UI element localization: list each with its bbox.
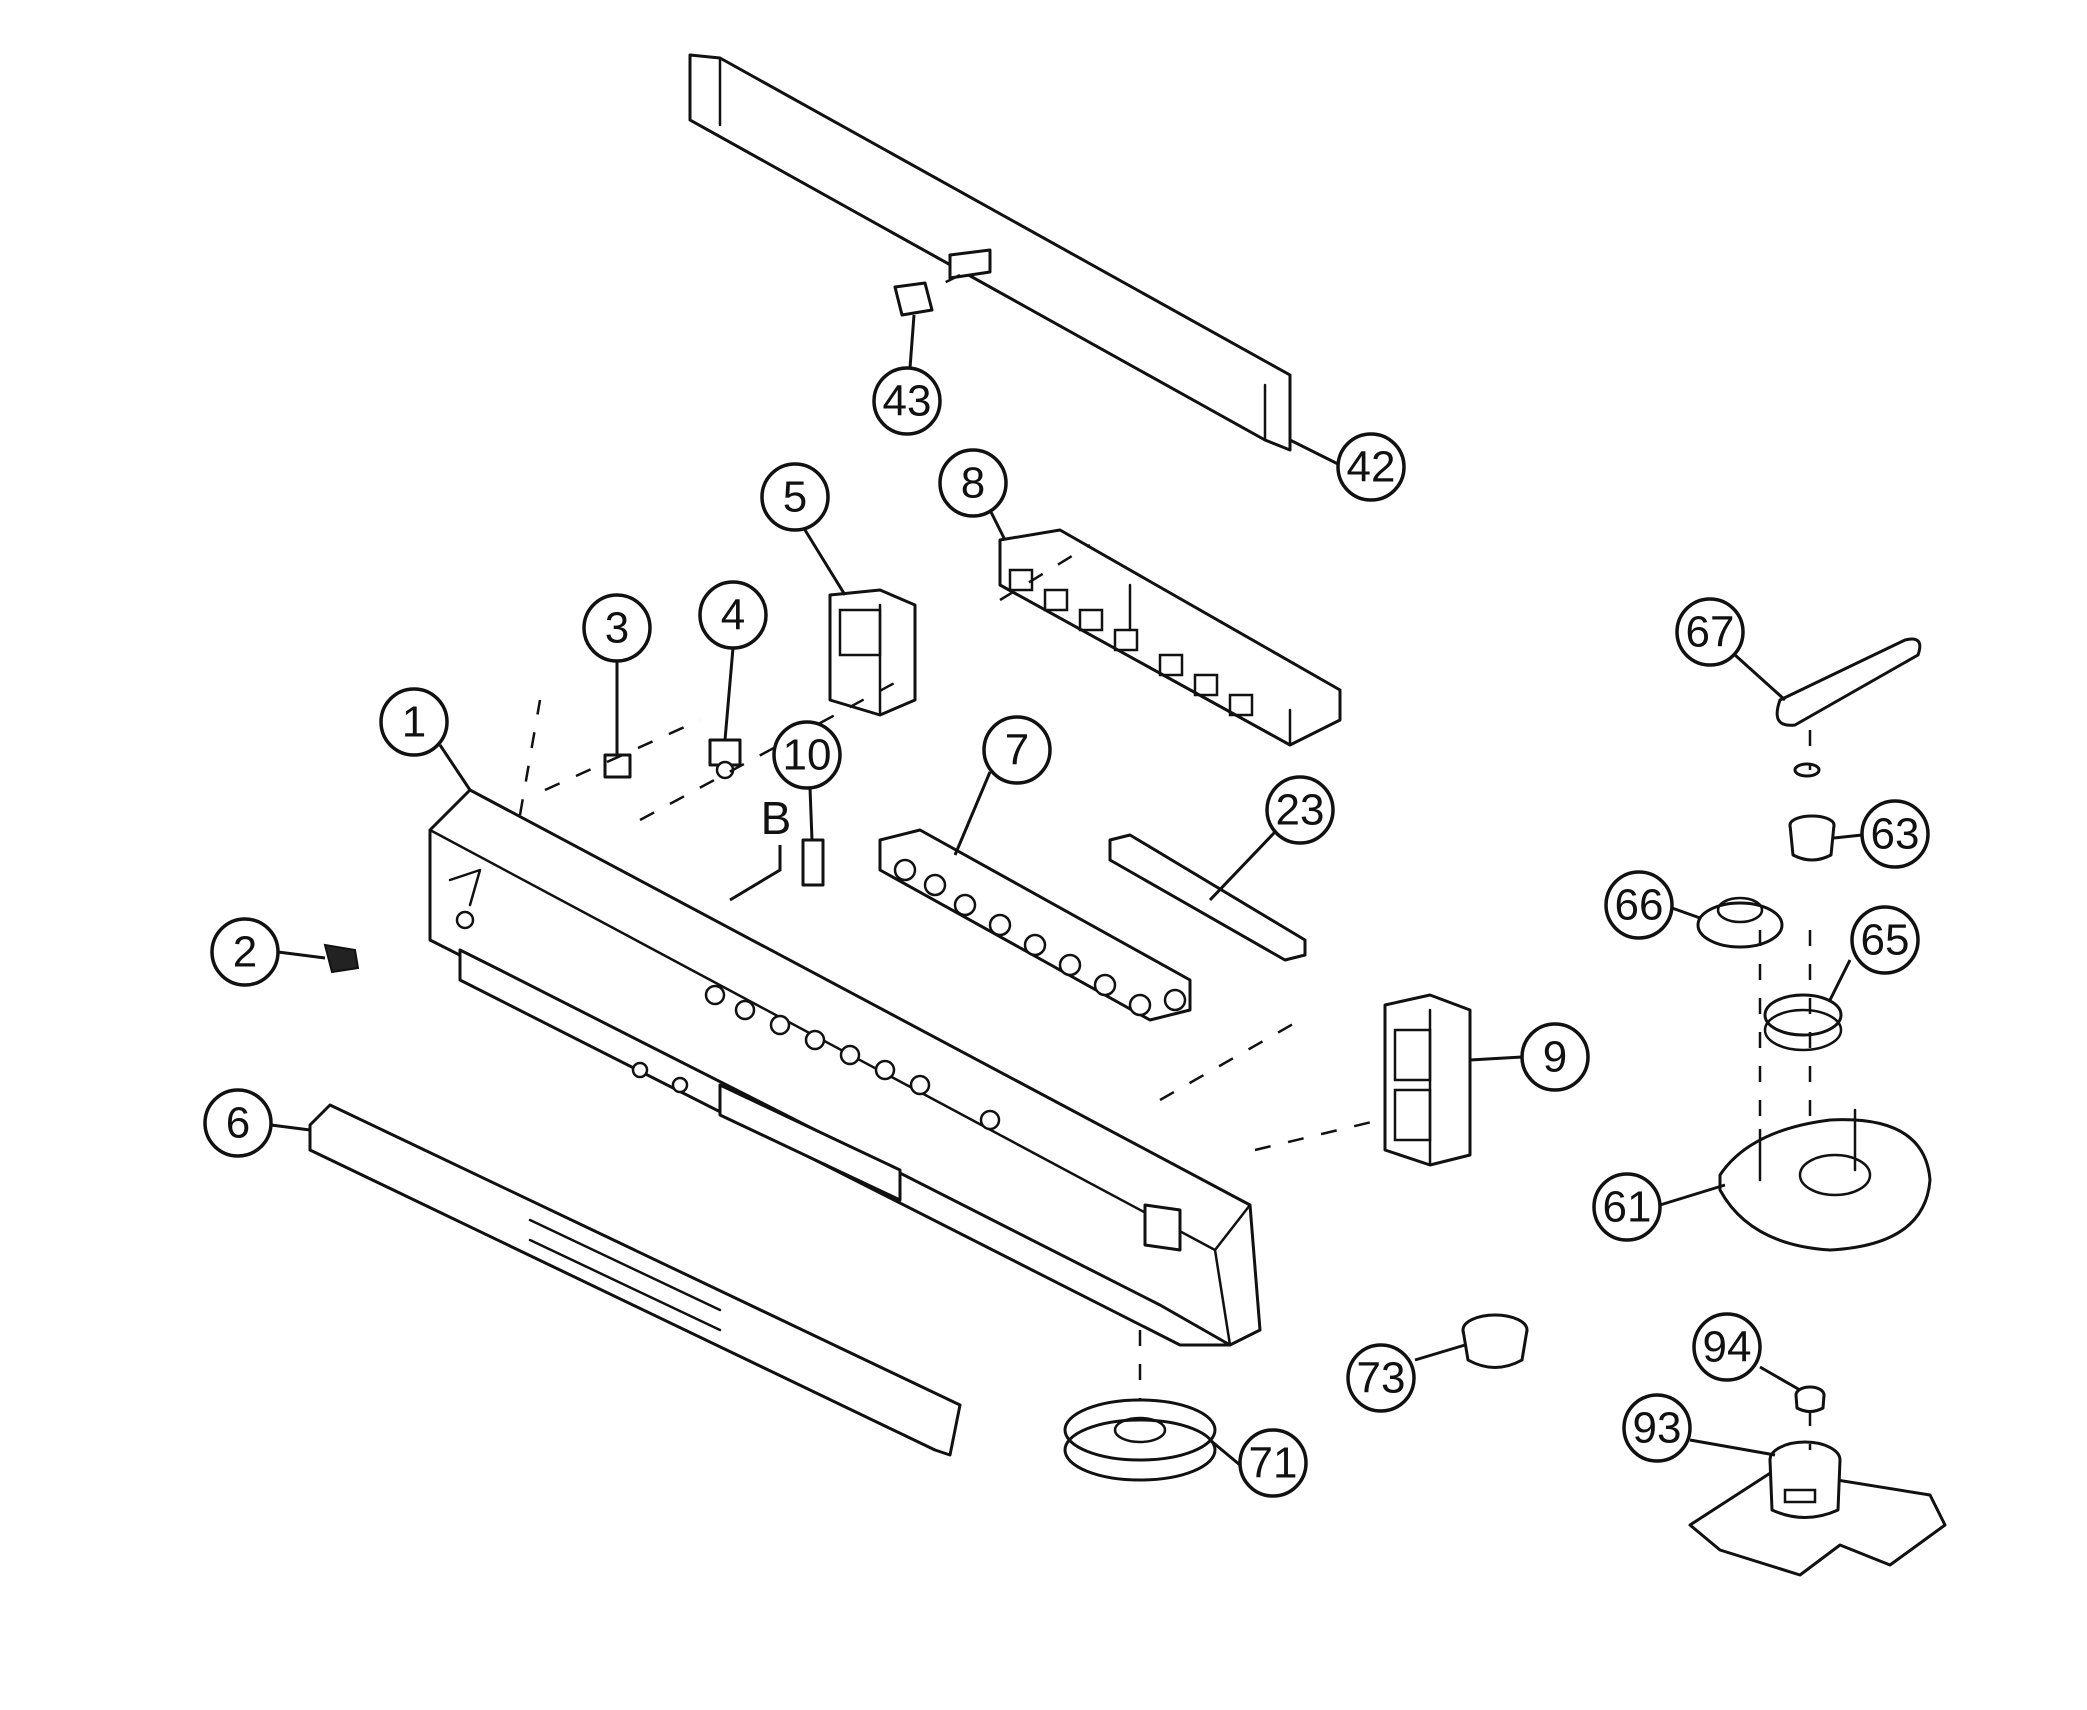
part-61-cam-base — [1718, 1108, 1932, 1252]
callout-71: 71 — [1209, 1428, 1308, 1498]
callout-94: 94 — [1692, 1312, 1801, 1392]
svg-text:9: 9 — [1543, 1033, 1567, 1082]
svg-text:7: 7 — [1005, 726, 1029, 775]
callout-63: 63 — [1833, 799, 1930, 869]
part-42-top-trim — [688, 53, 1292, 452]
part-63-pulley — [1788, 762, 1836, 862]
svg-text:63: 63 — [1871, 810, 1920, 859]
svg-text:1: 1 — [402, 698, 426, 747]
svg-text:73: 73 — [1357, 1354, 1406, 1403]
part-43-lens — [893, 281, 934, 369]
assembly-guide-lines — [518, 543, 1812, 1450]
callout-5: 5 — [760, 462, 847, 596]
part-23-strip — [1108, 833, 1307, 962]
part-2-screw — [323, 943, 360, 974]
part-10-clip — [801, 838, 825, 887]
callout-3: 3 — [582, 593, 652, 755]
callout-67: 67 — [1675, 597, 1787, 702]
callout-93: 93 — [1622, 1393, 1776, 1463]
callout-61: 61 — [1592, 1172, 1726, 1242]
part-8-switch-block — [998, 528, 1342, 747]
part-73-small-wheel — [1461, 1313, 1529, 1369]
part-67-belt — [1775, 637, 1922, 727]
part-9-side-bracket — [1383, 993, 1472, 1167]
svg-text:8: 8 — [961, 459, 985, 508]
svg-text:66: 66 — [1615, 881, 1664, 930]
callout-23: 23 — [1208, 775, 1335, 902]
svg-text:67: 67 — [1686, 608, 1735, 657]
part-4-clip — [708, 738, 742, 780]
svg-text:6: 6 — [226, 1099, 250, 1148]
callout-66: 66 — [1604, 870, 1701, 940]
callout-6: 6 — [203, 1088, 311, 1158]
reference-label-b: B — [729, 792, 792, 902]
svg-text:94: 94 — [1703, 1323, 1752, 1372]
svg-text:B: B — [761, 792, 792, 844]
callout-10: 10 — [772, 720, 842, 841]
svg-text:71: 71 — [1249, 1439, 1298, 1488]
callout-7: 7 — [953, 715, 1052, 856]
callout-65: 65 — [1828, 905, 1920, 1001]
part-65-gear — [1763, 993, 1843, 1052]
svg-text:23: 23 — [1276, 786, 1325, 835]
callout-42: 42 — [1289, 432, 1406, 502]
svg-text:42: 42 — [1347, 443, 1396, 492]
part-71-wheel — [1063, 1398, 1217, 1482]
svg-text:3: 3 — [605, 604, 629, 653]
svg-text:5: 5 — [783, 473, 807, 522]
part-5-bracket — [828, 588, 917, 717]
svg-text:2: 2 — [233, 928, 257, 977]
part-94-bushing — [1794, 1385, 1826, 1413]
part-1-front-panel — [428, 788, 1262, 1347]
svg-text:65: 65 — [1861, 916, 1910, 965]
callout-9: 9 — [1469, 1022, 1590, 1092]
part-93-motor-assembly — [1688, 1440, 1947, 1577]
part-7-knob-strip — [878, 828, 1192, 1022]
callout-4: 4 — [698, 580, 768, 741]
svg-text:43: 43 — [883, 377, 932, 426]
part-66-gear — [1696, 896, 1784, 949]
callout-2: 2 — [210, 917, 326, 987]
callout-1: 1 — [379, 687, 472, 791]
callout-73: 73 — [1346, 1343, 1466, 1413]
svg-text:10: 10 — [783, 731, 832, 780]
part-6-lower-trim — [308, 1103, 962, 1457]
svg-text:93: 93 — [1633, 1404, 1682, 1453]
svg-text:61: 61 — [1603, 1183, 1652, 1232]
svg-text:4: 4 — [721, 591, 745, 640]
callout-43: 43 — [872, 366, 942, 436]
callout-8: 8 — [938, 448, 1008, 541]
